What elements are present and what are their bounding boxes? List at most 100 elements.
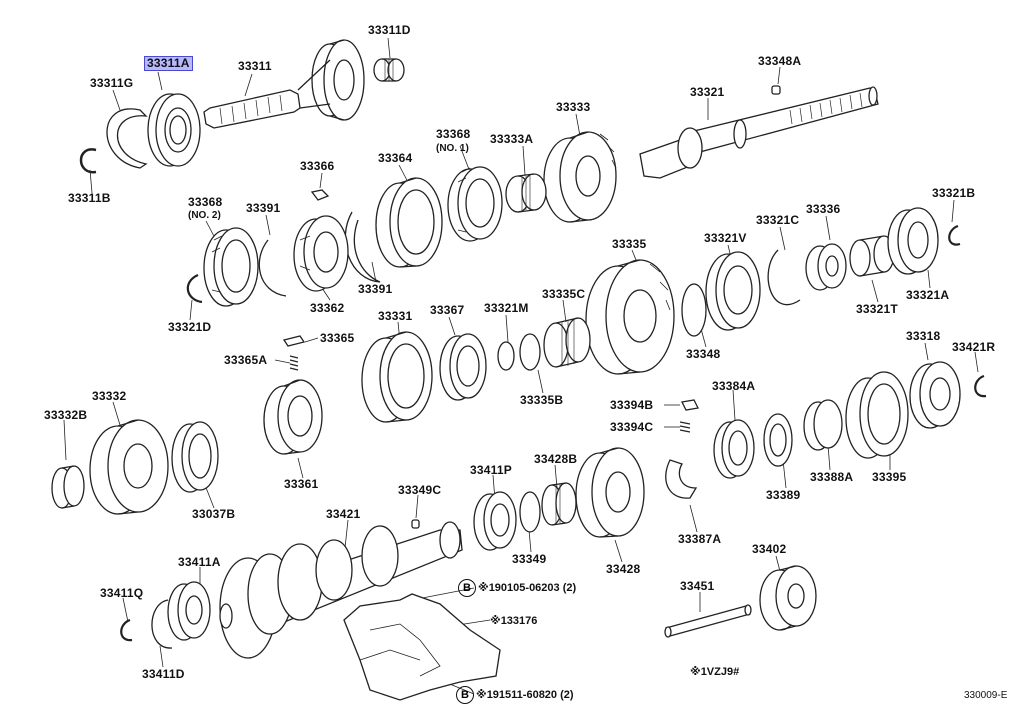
bracket-33387A (665, 459, 698, 499)
part-label-33318[interactable]: 33318 (906, 329, 941, 343)
part-label-33366[interactable]: 33366 (300, 159, 335, 173)
part-label-33368-no2[interactable]: 33368 (188, 195, 223, 209)
part-label-33321[interactable]: 33321 (690, 85, 725, 99)
needle-bearing-33311D (373, 58, 405, 82)
snap-ring-33321D (186, 273, 203, 304)
clip-33421R (974, 374, 987, 398)
part-label-33402[interactable]: 33402 (752, 542, 787, 556)
part-label-33321T[interactable]: 33321T (856, 302, 898, 316)
synchro-ring-33037B (171, 421, 219, 493)
part-label-33411A[interactable]: 33411A (178, 555, 221, 569)
part-label-33394B[interactable]: 33394B (610, 398, 654, 412)
part-label-33365[interactable]: 33365 (320, 331, 355, 345)
part-label-33388A[interactable]: 33388A (810, 470, 854, 484)
bolt-callout-bottom[interactable]: ※191511-60820 (2) (476, 689, 574, 701)
part-label-33395[interactable]: 33395 (872, 470, 907, 484)
part-label-33335C[interactable]: 33335C (542, 287, 586, 301)
part-label-33348A[interactable]: 33348A (758, 54, 802, 68)
part-label-33428[interactable]: 33428 (606, 562, 641, 576)
ring-33321M (497, 341, 515, 371)
sleeve-33331 (361, 331, 433, 423)
bearing-33411A (167, 581, 211, 641)
counter-shaft-33421 (219, 521, 463, 659)
sleeve-33395 (845, 371, 909, 459)
b-mark-circle-bottom: B (456, 686, 474, 704)
part-label-33368-no1[interactable]: 33368 (436, 127, 471, 141)
spring-33365A (289, 355, 299, 371)
b-mark-circle-top: B (458, 579, 476, 597)
diagram-id: 330009-E (964, 690, 1008, 701)
snap-ring-33311G (106, 108, 148, 169)
bolt-callout-top[interactable]: ※190105-06203 (2) (478, 582, 577, 594)
part-label-33332B[interactable]: 33332B (44, 408, 88, 422)
model-note: ※1VZJ9# (690, 666, 740, 678)
cover-callout[interactable]: ※133176 (490, 615, 538, 627)
ring-33389 (763, 413, 793, 467)
part-label-33411P[interactable]: 33411P (470, 463, 512, 477)
part-label-33311G[interactable]: 33311G (90, 76, 134, 90)
part-label-33321A[interactable]: 33321A (906, 288, 950, 302)
part-label-33321D[interactable]: 33321D (168, 320, 212, 334)
part-label-33311D[interactable]: 33311D (368, 23, 411, 37)
synchro-ring-33384A (713, 419, 755, 479)
part-label-33331[interactable]: 33331 (378, 309, 413, 323)
spring-33394C (679, 421, 691, 433)
part-label-33311B[interactable]: 33311B (68, 191, 111, 205)
part-label-33335B[interactable]: 33335B (520, 393, 564, 407)
part-label-33348[interactable]: 33348 (686, 347, 721, 361)
part-label-33391-upper[interactable]: 33391 (246, 201, 281, 215)
part-label-33333A[interactable]: 33333A (490, 132, 534, 146)
needle-bearing-33332B (51, 465, 85, 509)
part-label-33428B[interactable]: 33428B (534, 452, 578, 466)
snap-ring-33391-b (258, 239, 287, 297)
reverse-idler-gear-33402 (759, 565, 817, 631)
gear-33333 (543, 131, 617, 223)
part-label-33387A[interactable]: 33387A (678, 532, 722, 546)
part-label-33367[interactable]: 33367 (430, 303, 465, 317)
part-label-33394C[interactable]: 33394C (610, 420, 654, 434)
part-label-33391-lower[interactable]: 33391 (358, 282, 393, 296)
needle-bearing-33428B (541, 482, 577, 526)
part-label-33321C[interactable]: 33321C (756, 213, 800, 227)
part-label-33361[interactable]: 33361 (284, 477, 319, 491)
key-33394B (681, 399, 699, 411)
synchro-ring-33367 (439, 333, 487, 401)
bearing-33321V (705, 251, 761, 331)
washer-33348 (681, 283, 707, 337)
part-label-33364[interactable]: 33364 (378, 151, 413, 165)
part-label-33321M[interactable]: 33321M (484, 301, 529, 315)
part-label-33349[interactable]: 33349 (512, 552, 547, 566)
gear-33428 (575, 447, 645, 538)
part-label-33411D[interactable]: 33411D (142, 667, 185, 681)
part-label-33421R[interactable]: 33421R (952, 340, 996, 354)
shifting-key-33366 (310, 189, 330, 201)
part-label-33421[interactable]: 33421 (326, 507, 361, 521)
clip-33321B (948, 224, 961, 246)
part-label-33037B[interactable]: 33037B (192, 507, 236, 521)
part-label-33321V[interactable]: 33321V (704, 231, 747, 245)
clutch-hub-33362 (293, 215, 349, 292)
washer-33335B (519, 333, 541, 371)
bearing-33321A (887, 207, 939, 275)
part-label-33362[interactable]: 33362 (310, 301, 345, 315)
part-label-33336[interactable]: 33336 (806, 202, 841, 216)
part-label-33321B[interactable]: 33321B (932, 186, 976, 200)
key-33365 (282, 335, 306, 347)
needle-bearing-33335C (543, 317, 591, 368)
cover-plate-133176 (343, 593, 501, 701)
pin-33348A (771, 85, 781, 95)
part-label-33311[interactable]: 33311 (238, 59, 272, 73)
part-label-33411Q[interactable]: 33411Q (100, 586, 144, 600)
part-label-33311A-highlighted[interactable]: 33311A (144, 56, 193, 71)
part-label-33332[interactable]: 33332 (92, 389, 127, 403)
part-label-33335[interactable]: 33335 (612, 237, 647, 251)
part-label-33349C[interactable]: 33349C (398, 483, 442, 497)
clip-33411Q (120, 618, 133, 642)
part-label-33365A[interactable]: 33365A (224, 353, 268, 367)
part-label-33389[interactable]: 33389 (766, 488, 801, 502)
part-label-33384A[interactable]: 33384A (712, 379, 756, 393)
part-label-33451[interactable]: 33451 (680, 579, 715, 593)
part-label-33333[interactable]: 33333 (556, 100, 591, 114)
synchro-ring-33368-no2 (203, 227, 259, 307)
